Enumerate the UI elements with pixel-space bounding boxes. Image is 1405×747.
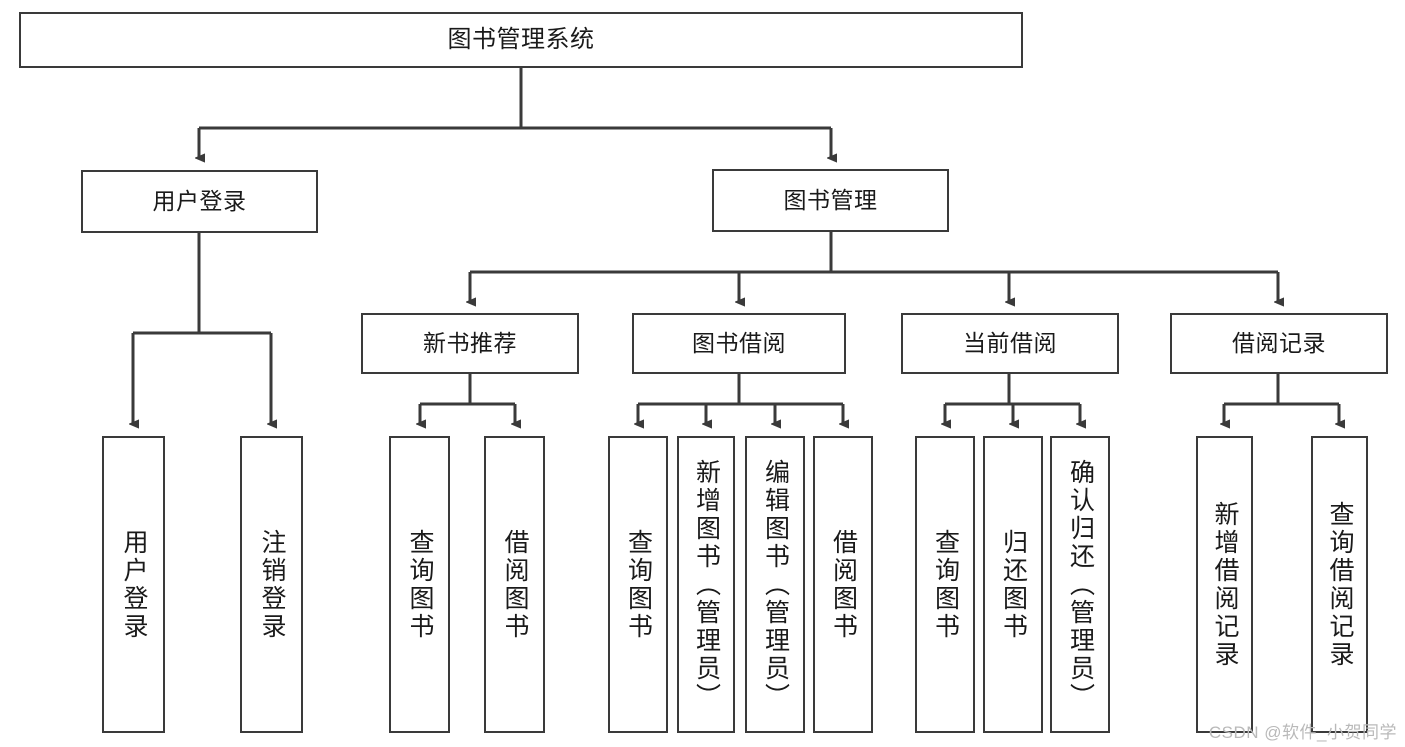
node-leaf-borrow-book-newbook[interactable]: 借阅图书 bbox=[484, 436, 545, 733]
node-label: 图书管理系统 bbox=[447, 26, 595, 54]
node-leaf-return-book[interactable]: 归还图书 bbox=[983, 436, 1043, 733]
watermark-text: CSDN @软件_小贺同学 bbox=[1208, 723, 1397, 742]
node-label: 新书推荐 bbox=[423, 330, 517, 357]
node-label: 图书借阅 bbox=[692, 330, 786, 357]
node-leaf-add-book-admin[interactable]: 新增图书（管理员） bbox=[677, 436, 735, 733]
node-leaf-query-borrow-record[interactable]: 查询借阅记录 bbox=[1311, 436, 1368, 733]
node-user-login[interactable]: 用户登录 bbox=[81, 170, 318, 233]
node-label: 图书管理 bbox=[783, 187, 878, 214]
node-borrow-record[interactable]: 借阅记录 bbox=[1170, 313, 1388, 374]
node-leaf-logout[interactable]: 注销登录 bbox=[240, 436, 303, 733]
node-label: 查询图书 bbox=[624, 528, 653, 641]
node-label: 当前借阅 bbox=[963, 330, 1057, 357]
node-label: 确认归还（管理员） bbox=[1066, 458, 1095, 711]
node-leaf-add-borrow-record[interactable]: 新增借阅记录 bbox=[1196, 436, 1253, 733]
node-label: 新增图书（管理员） bbox=[692, 458, 721, 711]
node-leaf-query-book-newbook[interactable]: 查询图书 bbox=[389, 436, 450, 733]
node-label: 借阅图书 bbox=[501, 528, 529, 641]
node-label: 查询图书 bbox=[406, 528, 434, 641]
node-new-book-recommend[interactable]: 新书推荐 bbox=[361, 313, 579, 374]
node-label: 用户登录 bbox=[120, 528, 148, 641]
node-label: 用户登录 bbox=[152, 188, 247, 215]
node-root-book-management-system[interactable]: 图书管理系统 bbox=[19, 12, 1023, 68]
node-label: 借阅记录 bbox=[1232, 330, 1326, 357]
node-label: 编辑图书（管理员） bbox=[761, 458, 790, 711]
node-label: 借阅图书 bbox=[829, 528, 858, 641]
node-book-management[interactable]: 图书管理 bbox=[712, 169, 949, 232]
node-label: 新增借阅记录 bbox=[1211, 500, 1239, 669]
node-book-borrow[interactable]: 图书借阅 bbox=[632, 313, 846, 374]
node-leaf-confirm-return-admin[interactable]: 确认归还（管理员） bbox=[1050, 436, 1110, 733]
node-label: 查询图书 bbox=[931, 528, 960, 641]
node-label: 归还图书 bbox=[999, 528, 1028, 641]
node-leaf-query-book-borrow[interactable]: 查询图书 bbox=[608, 436, 668, 733]
node-leaf-user-login[interactable]: 用户登录 bbox=[102, 436, 165, 733]
node-leaf-edit-book-admin[interactable]: 编辑图书（管理员） bbox=[745, 436, 805, 733]
node-label: 查询借阅记录 bbox=[1326, 500, 1354, 669]
node-leaf-borrow-book[interactable]: 借阅图书 bbox=[813, 436, 873, 733]
node-label: 注销登录 bbox=[258, 528, 286, 641]
node-current-borrow[interactable]: 当前借阅 bbox=[901, 313, 1119, 374]
node-leaf-query-book-current[interactable]: 查询图书 bbox=[915, 436, 975, 733]
